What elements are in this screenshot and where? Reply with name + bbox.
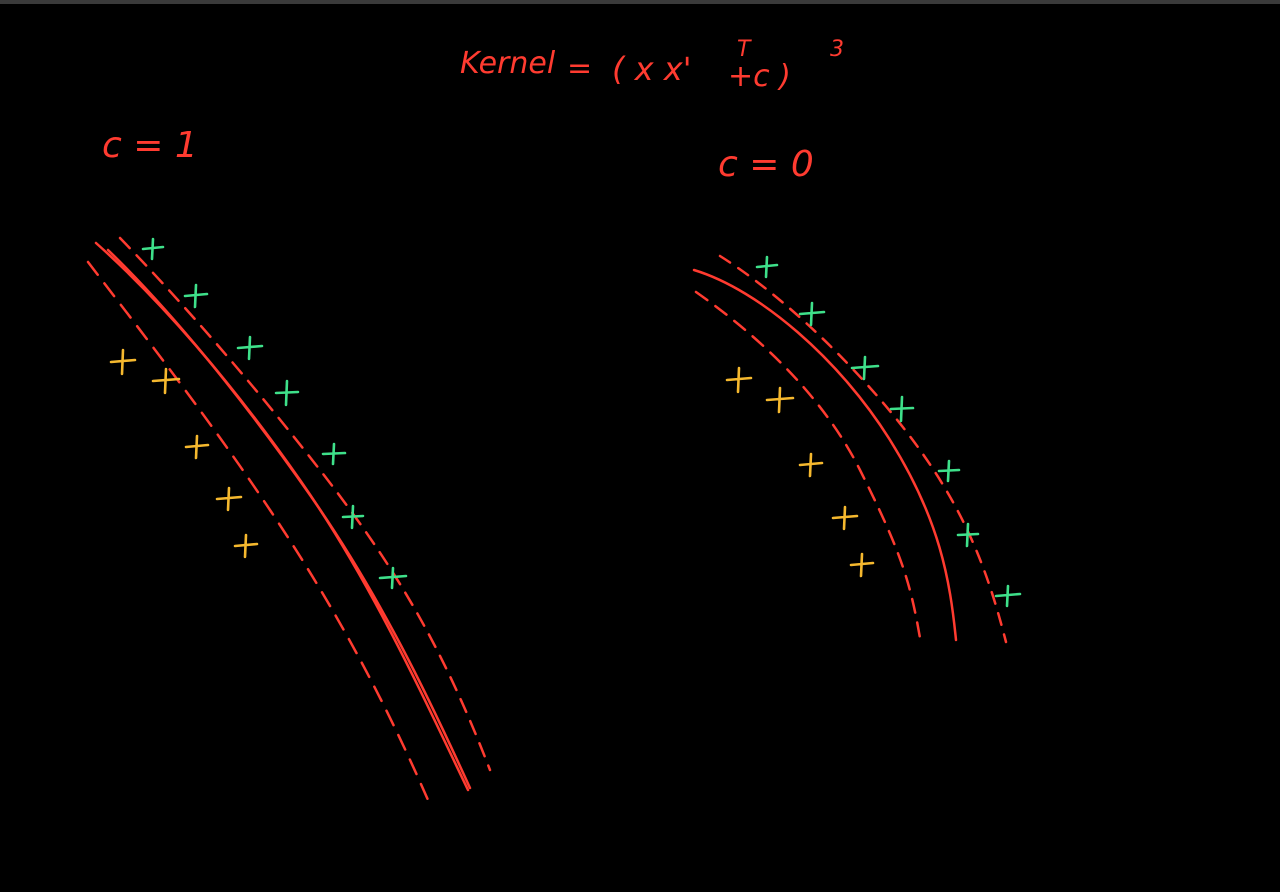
- panel-left-label: c = 1: [102, 125, 198, 166]
- formula-tail: +c ): [728, 59, 791, 94]
- left-decision-boundary-2: [106, 248, 472, 790]
- plus-marker-green: [341, 504, 365, 530]
- plus-marker-orange: [233, 533, 259, 559]
- formula-equals: =: [567, 51, 592, 86]
- plus-marker-green: [850, 355, 880, 381]
- window-top-edge: [0, 0, 1280, 4]
- plus-marker-orange: [184, 434, 210, 460]
- plus-marker-green: [994, 584, 1022, 608]
- plus-marker-green: [321, 442, 347, 466]
- plus-marker-orange: [849, 552, 875, 578]
- plus-marker-green: [183, 283, 209, 309]
- left-margin-upper: [118, 236, 492, 772]
- formula-body: ( x x': [612, 50, 692, 88]
- left-margin-lower: [86, 260, 430, 802]
- panel-right-positive-points: [755, 255, 1022, 608]
- panel-left-positive-points: [141, 237, 408, 590]
- right-decision-boundary: [692, 268, 958, 642]
- panel-left-lines: [86, 236, 492, 802]
- panel-right-lines: [692, 254, 1008, 644]
- panel-right-label: c = 0: [718, 144, 814, 185]
- plus-marker-orange: [151, 367, 181, 395]
- plus-marker-orange: [725, 366, 753, 394]
- plus-marker-orange: [109, 348, 137, 376]
- plus-marker-green: [141, 237, 165, 261]
- plus-marker-green: [755, 255, 779, 279]
- plus-marker-orange: [765, 386, 795, 414]
- kernel-formula: Kernel = ( x x' T +c ) 3: [460, 37, 844, 94]
- plus-marker-orange: [215, 486, 243, 512]
- plus-marker-green: [378, 566, 408, 590]
- plus-marker-green: [937, 459, 961, 483]
- plus-marker-orange: [831, 505, 859, 531]
- plus-marker-green: [236, 335, 264, 361]
- panel-left-negative-points: [109, 348, 259, 559]
- left-decision-boundary: [94, 241, 470, 792]
- plus-marker-orange: [798, 452, 824, 478]
- plus-marker-green: [889, 395, 915, 423]
- panel-right-negative-points: [725, 366, 875, 578]
- plus-marker-green: [274, 379, 300, 407]
- formula-kernel-word: Kernel: [460, 46, 556, 81]
- formula-transpose: T: [737, 37, 752, 62]
- plus-marker-green: [956, 522, 980, 548]
- right-margin-lower: [694, 290, 922, 640]
- right-margin-upper: [718, 254, 1008, 644]
- formula-exponent: 3: [830, 37, 844, 62]
- plus-marker-green: [798, 301, 826, 327]
